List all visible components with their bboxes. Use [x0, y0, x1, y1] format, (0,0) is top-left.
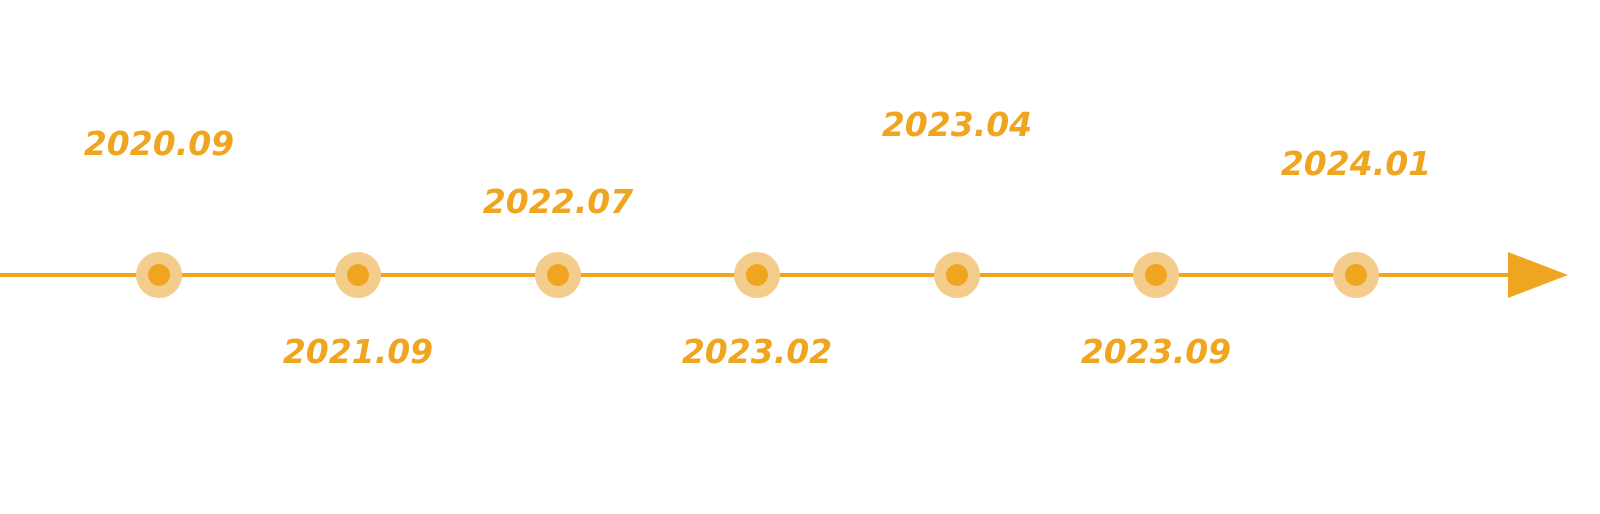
- timeline-event: 2022.07: [458, 2, 658, 222]
- timeline-marker: [535, 252, 581, 298]
- timeline-marker: [934, 252, 980, 298]
- timeline-event: 2023.02: [657, 332, 857, 472]
- timeline-event: 2020.09: [59, 2, 259, 164]
- event-description: [1266, 36, 1446, 124]
- arrow-head-icon: [1508, 252, 1568, 298]
- event-date: 2023.04: [881, 105, 1033, 144]
- event-date: 2024.01: [1280, 144, 1432, 183]
- timeline-event: 2024.01: [1256, 2, 1456, 184]
- event-title: [1256, 2, 1456, 26]
- timeline-marker: [734, 252, 780, 298]
- event-title: [258, 372, 458, 396]
- event-description: [268, 406, 448, 472]
- event-date: 2022.07: [482, 182, 634, 221]
- event-date: 2020.09: [83, 124, 235, 163]
- event-title: [458, 2, 658, 26]
- timeline-event: 2023.09: [1056, 332, 1256, 472]
- event-description: [69, 36, 249, 102]
- event-title: [657, 372, 857, 396]
- event-title: [857, 2, 1057, 26]
- event-description: [667, 406, 847, 472]
- event-date: 2023.02: [681, 332, 833, 371]
- timeline-marker: [1133, 252, 1179, 298]
- timeline-marker: [335, 252, 381, 298]
- timeline-event: 2023.04: [857, 2, 1057, 145]
- event-description: [867, 36, 1047, 91]
- timeline-event: 2021.09: [258, 332, 458, 472]
- timeline-marker: [1333, 252, 1379, 298]
- event-title: [1056, 372, 1256, 396]
- timeline-marker: [136, 252, 182, 298]
- event-description: [468, 36, 648, 168]
- event-date: 2021.09: [282, 332, 434, 371]
- event-date: 2023.09: [1080, 332, 1232, 371]
- event-title: [59, 2, 259, 26]
- event-description: [1066, 406, 1246, 472]
